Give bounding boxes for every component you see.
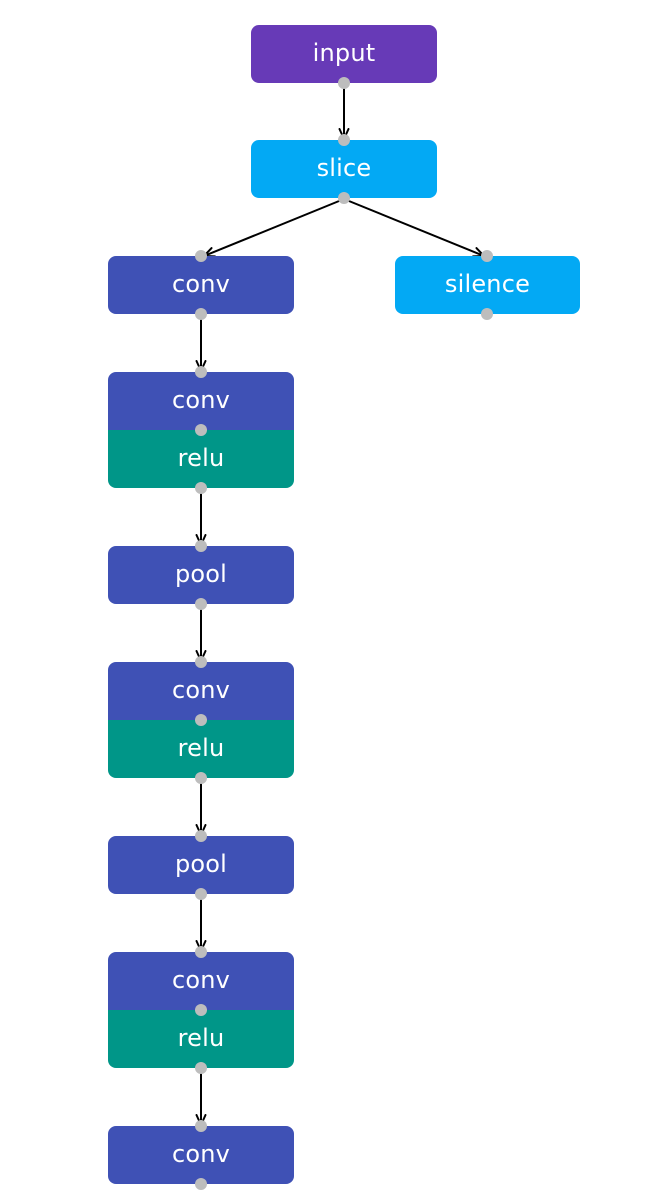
output-port[interactable] [195,482,207,494]
inner-port[interactable] [195,1004,207,1016]
node-silence[interactable]: silence [395,256,580,314]
input-port[interactable] [195,250,207,262]
output-port[interactable] [195,598,207,610]
node-conv-relu[interactable]: conv relu [108,952,294,1068]
node-relu-label: relu [108,1010,294,1068]
node-conv[interactable]: conv [108,256,294,314]
node-conv-relu[interactable]: conv relu [108,662,294,778]
node-conv-label: conv [108,952,294,1010]
node-input[interactable]: input [251,25,437,83]
input-port[interactable] [195,1120,207,1132]
edge-slice-to-silence [343,198,485,258]
input-port[interactable] [338,134,350,146]
node-conv[interactable]: conv [108,1126,294,1184]
output-port[interactable] [195,1062,207,1074]
output-port[interactable] [481,308,493,320]
inner-port[interactable] [195,424,207,436]
input-port[interactable] [195,540,207,552]
input-port[interactable] [195,656,207,668]
input-port[interactable] [195,946,207,958]
node-pool[interactable]: pool [108,836,294,894]
inner-port[interactable] [195,714,207,726]
node-relu-label: relu [108,720,294,778]
node-pool[interactable]: pool [108,546,294,604]
edge-slice-to-conv [203,198,345,258]
node-pool-label: pool [108,836,294,894]
input-port[interactable] [195,366,207,378]
input-port[interactable] [481,250,493,262]
output-port[interactable] [338,192,350,204]
output-port[interactable] [195,772,207,784]
node-conv-label: conv [108,256,294,314]
output-port[interactable] [338,77,350,89]
node-silence-label: silence [395,256,580,314]
node-conv-label: conv [108,662,294,720]
node-slice-label: slice [251,140,437,198]
node-slice[interactable]: slice [251,140,437,198]
node-relu-label: relu [108,430,294,488]
input-port[interactable] [195,830,207,842]
output-port[interactable] [195,1178,207,1190]
node-conv-label: conv [108,1126,294,1184]
output-port[interactable] [195,308,207,320]
node-pool-label: pool [108,546,294,604]
node-conv-label: conv [108,372,294,430]
node-conv-relu[interactable]: conv relu [108,372,294,488]
output-port[interactable] [195,888,207,900]
node-input-label: input [251,25,437,83]
